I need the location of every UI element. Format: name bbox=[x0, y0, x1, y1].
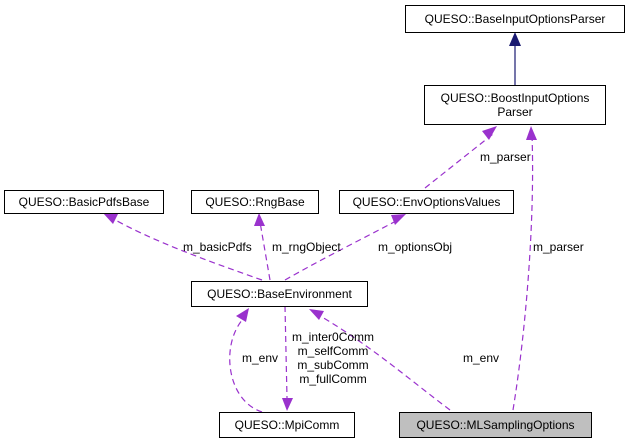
m-parser-edge-right bbox=[512, 134, 534, 411]
edge-label-m-parser-right: m_parser bbox=[533, 240, 584, 254]
m-options-obj-edge bbox=[284, 219, 399, 281]
edge-label-m-rng-object: m_rngObject bbox=[272, 240, 341, 254]
m-rng-object-edge bbox=[259, 221, 271, 281]
edge-label-m-parser-upper: m_parser bbox=[480, 150, 531, 164]
edge-label-m-basic-pdfs: m_basicPdfs bbox=[183, 240, 252, 254]
arrowhead bbox=[482, 126, 497, 140]
m-env-edge-right bbox=[316, 313, 451, 411]
comms-edge bbox=[284, 305, 288, 399]
edge-label-comms: m_inter0Comm m_selfComm m_subComm m_full… bbox=[292, 330, 375, 386]
node-mpi-comm[interactable]: QUESO::MpiComm bbox=[219, 412, 355, 438]
edge-label-m-options-obj: m_optionsObj bbox=[378, 240, 453, 254]
arrowhead bbox=[236, 308, 249, 322]
node-boost-input-options-parser[interactable]: QUESO::BoostInputOptions Parser bbox=[424, 85, 606, 125]
arrowhead bbox=[309, 309, 324, 320]
edge-label-m-env-right: m_env bbox=[463, 351, 500, 365]
node-basic-pdfs-base[interactable]: QUESO::BasicPdfsBase bbox=[4, 190, 164, 214]
node-rng-base[interactable]: QUESO::RngBase bbox=[191, 190, 319, 214]
arrowhead bbox=[103, 213, 118, 224]
node-env-options-values[interactable]: QUESO::EnvOptionsValues bbox=[339, 190, 514, 214]
arrowhead bbox=[254, 213, 265, 226]
node-ml-sampling-options[interactable]: QUESO::MLSamplingOptions bbox=[399, 412, 592, 438]
arrowhead bbox=[391, 214, 406, 225]
node-base-input-options-parser[interactable]: QUESO::BaseInputOptionsParser bbox=[405, 5, 625, 33]
inheritance-arrowhead bbox=[509, 32, 521, 46]
arrowhead bbox=[526, 126, 537, 140]
m-basic-pdfs-edge bbox=[109, 216, 263, 281]
m-env-edge-left bbox=[229, 315, 263, 413]
edge-label-m-env-left: m_env bbox=[242, 351, 279, 365]
arrowhead bbox=[282, 398, 293, 411]
node-base-environment[interactable]: QUESO::BaseEnvironment bbox=[191, 281, 368, 307]
m-parser-edge-upper bbox=[424, 133, 494, 189]
